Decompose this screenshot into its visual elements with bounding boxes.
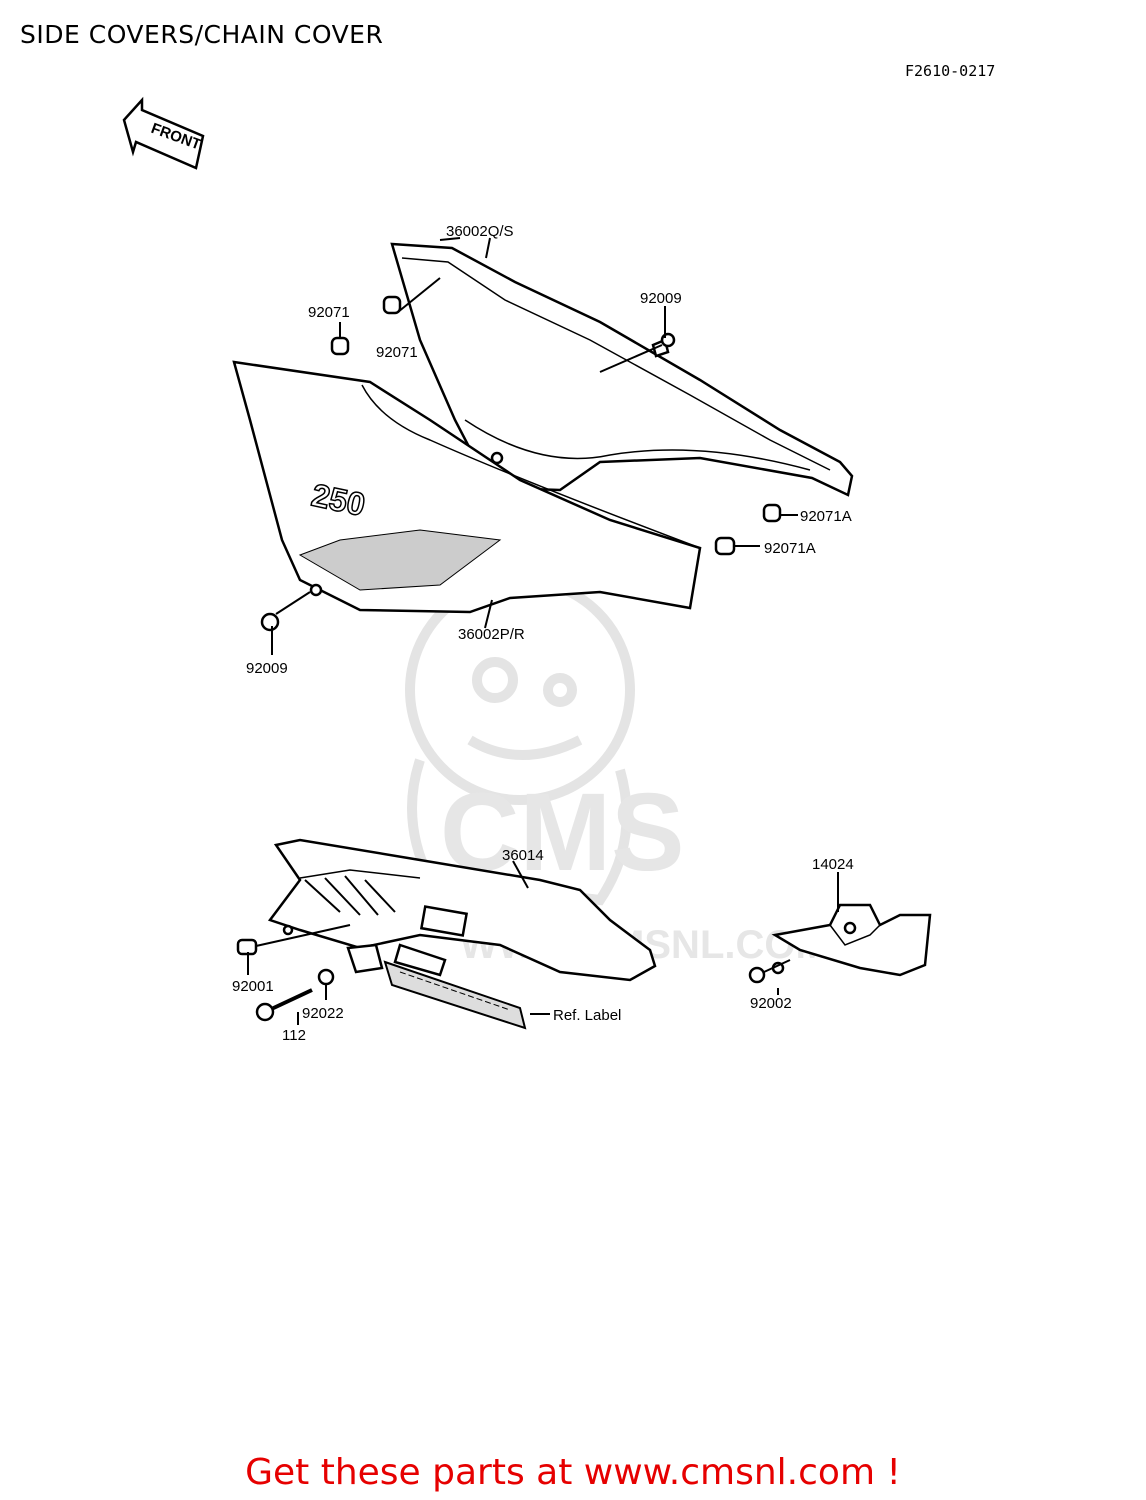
callout-92071a-upper: 92071A [800, 508, 852, 525]
side-cover-lower: 250 [232, 360, 702, 614]
callout-ref-label: Ref. Label [553, 1007, 621, 1024]
callout-92009-lower: 92009 [246, 660, 288, 677]
callout-92009-upper: 92009 [640, 290, 682, 307]
callout-92071-mid: 92071 [376, 344, 418, 361]
callout-92001: 92001 [232, 978, 274, 995]
exploded-parts-diagram: CMS WWW.CMSNL.COM FRONT 250 [122, 96, 932, 1044]
front-arrow-icon: FRONT [122, 96, 205, 170]
callout-92071-left: 92071 [308, 304, 350, 321]
callout-112: 112 [282, 1027, 306, 1044]
callout-92002: 92002 [750, 995, 792, 1012]
callout-92071a-lower: 92071A [764, 540, 816, 557]
fasteners [236, 295, 785, 1022]
figure-code: F2610-0217 [905, 62, 996, 80]
reference-label-strip [383, 960, 527, 1030]
callout-36002pr: 36002P/R [458, 626, 525, 643]
callout-36002qs: 36002Q/S [446, 223, 514, 240]
callout-36014: 36014 [502, 847, 544, 864]
page-title: SIDE COVERS/CHAIN COVER [20, 20, 384, 49]
callout-labels: 36002Q/S 92071 92071 92009 92071A 92071A… [232, 223, 854, 1044]
callout-92022: 92022 [302, 1005, 344, 1022]
promo-link[interactable]: Get these parts at www.cmsnl.com ! [245, 1452, 901, 1493]
leader-lines [247, 237, 839, 1025]
callout-14024: 14024 [812, 856, 854, 873]
chain-cover [267, 838, 657, 982]
